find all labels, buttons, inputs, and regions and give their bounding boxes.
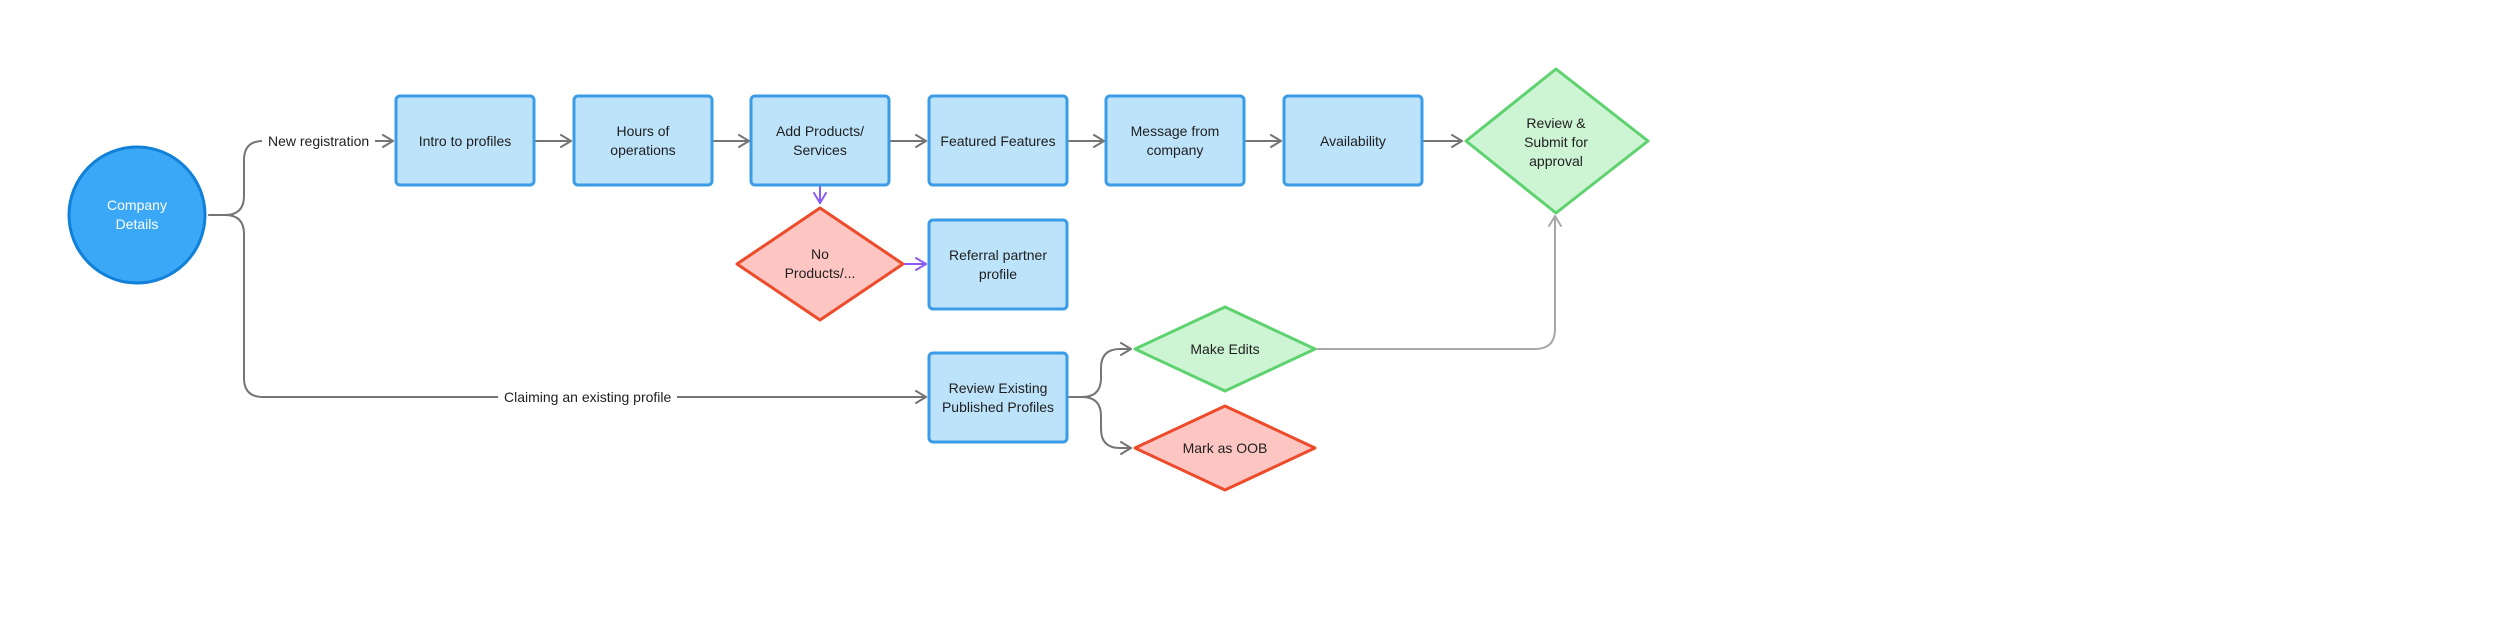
review-existing-profiles-node[interactable] xyxy=(927,351,1069,444)
review-submit-decision[interactable] xyxy=(1464,67,1650,215)
intro-to-profiles-node[interactable] xyxy=(394,94,536,187)
no-products-decision[interactable] xyxy=(735,206,905,322)
edge-start-to-intro xyxy=(208,134,394,216)
edge-make-edits-to-review-submit xyxy=(1314,215,1562,350)
featured-features-node[interactable] xyxy=(927,94,1069,187)
edge-start-to-review-existing xyxy=(208,214,927,404)
edge-review-existing-to-mark-oob xyxy=(1068,396,1132,455)
edge-review-existing-to-make-edits xyxy=(1068,342,1132,398)
new-registration-label: New registration xyxy=(262,132,376,150)
mark-as-oob-decision[interactable] xyxy=(1133,404,1317,492)
message-from-company-node[interactable] xyxy=(1104,94,1246,187)
company-details-node[interactable] xyxy=(67,145,207,285)
referral-partner-profile-node[interactable] xyxy=(927,218,1069,311)
make-edits-decision[interactable] xyxy=(1133,305,1317,393)
hours-of-operations-node[interactable] xyxy=(572,94,714,187)
claiming-existing-profile-label: Claiming an existing profile xyxy=(498,388,678,406)
availability-node[interactable] xyxy=(1282,94,1424,187)
add-products-services-node[interactable] xyxy=(749,94,891,187)
